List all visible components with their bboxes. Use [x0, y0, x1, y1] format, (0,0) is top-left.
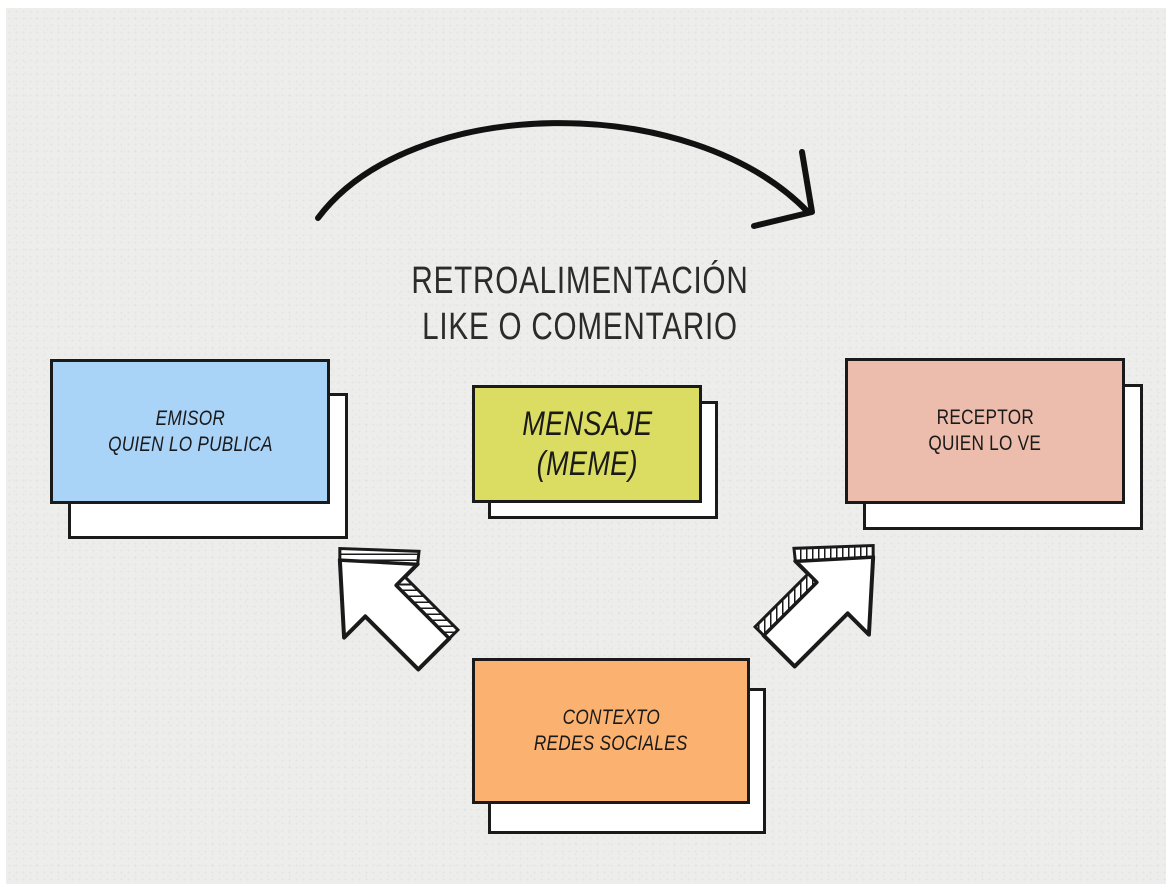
node-receptor-face: RECEPTOR QUIEN LO VE: [845, 358, 1125, 504]
node-emisor-title: EMISOR: [155, 406, 225, 430]
node-receptor-title: RECEPTOR: [936, 406, 1034, 429]
node-emisor-face: EMISOR QUIEN LO PUBLICA: [50, 359, 330, 504]
feedback-line-2: LIKE O COMENTARIO: [422, 306, 738, 348]
node-contexto-title: CONTEXTO: [562, 706, 660, 729]
feedback-line-1: RETROALIMENTACIÓN: [411, 260, 749, 302]
arrow-contexto-to-receptor: [752, 543, 876, 669]
node-mensaje-title: MENSAJE: [521, 405, 653, 443]
node-mensaje-subtitle: (MEME): [536, 445, 638, 483]
node-emisor-subtitle: QUIEN LO PUBLICA: [107, 432, 273, 456]
feedback-label: RETROALIMENTACIÓN LIKE O COMENTARIO: [360, 258, 800, 350]
node-mensaje-face: MENSAJE (MEME): [472, 385, 702, 503]
node-contexto-subtitle: REDES SOCIALES: [534, 732, 688, 755]
node-contexto-face: CONTEXTO REDES SOCIALES: [472, 658, 750, 804]
feedback-arrow: [315, 120, 815, 229]
node-receptor-subtitle: QUIEN LO VE: [928, 432, 1042, 455]
arrow-contexto-to-emisor: [337, 546, 461, 672]
